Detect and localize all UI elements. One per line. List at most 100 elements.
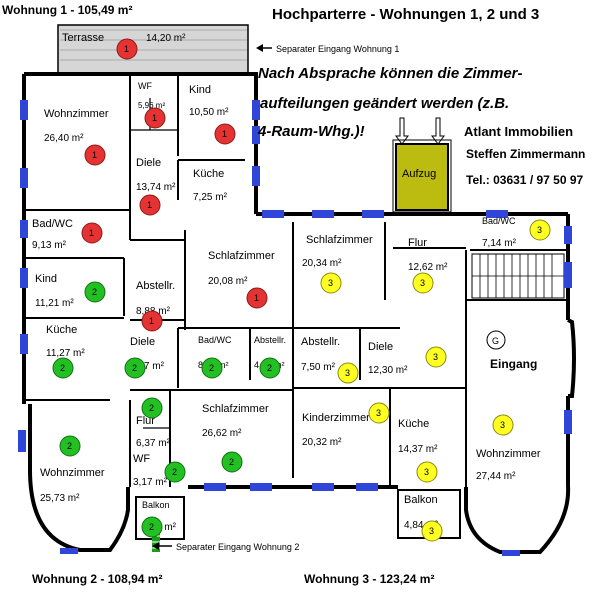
- room-name-wf2: WF: [133, 453, 150, 465]
- apartment-3-label: Wohnung 3 - 123,24 m²: [304, 572, 434, 586]
- marker-balkon2: [141, 516, 163, 538]
- eingang-label: Eingang: [490, 357, 537, 371]
- room-name-balkon3: Balkon: [404, 494, 438, 506]
- marker-num-wf2: 2: [172, 467, 177, 477]
- marker-num-badwc3: 3: [537, 225, 542, 235]
- room-name-kueche1: Küche: [193, 168, 224, 180]
- room-name-diele3: Diele: [368, 341, 393, 353]
- markers-apartment-2: 2 2 2 2 2 2 2 2 2 2: [52, 281, 281, 538]
- marker-wohnzimmer3: [492, 414, 514, 436]
- room-area-abstellr3: 7,50 m²: [301, 362, 336, 373]
- aufzug: Aufzug: [392, 139, 452, 213]
- marker-badwc1: [81, 222, 103, 244]
- room-name-schlafzimmer2: Schlafzimmer: [202, 403, 269, 415]
- marker-num-kind1: 1: [222, 129, 227, 139]
- room-name-badwc2: Bad/WC: [198, 335, 232, 345]
- balconies: [135, 489, 461, 540]
- room-name-kueche3: Küche: [398, 418, 429, 430]
- marker-schlafzimmer3: [320, 272, 342, 294]
- company-phone: Tel.: 03631 / 97 50 97: [466, 173, 584, 187]
- room-area-schlafzimmer1: 20,08 m²: [208, 276, 248, 287]
- room-name-abstellr2: Abstellr.: [254, 335, 286, 345]
- room-area-flur3: 12,62 m²: [408, 262, 448, 273]
- apartment-1-label: Wohnung 1 - 105,49 m²: [2, 3, 132, 17]
- room-name-balkon2: Balkon: [142, 500, 170, 510]
- note-line-3: 4-Raum-Whg.)!: [257, 123, 365, 140]
- room-area-kind2: 11,21 m²: [35, 298, 74, 309]
- marker-flur2: [141, 397, 163, 419]
- room-area-kueche1: 7,25 m²: [193, 192, 228, 203]
- marker-abstellr2: [259, 357, 281, 379]
- windows: [18, 100, 572, 556]
- note-line-1: Nach Absprache können die Zimmer-: [258, 65, 523, 82]
- separate-entrance-2: Separater Eingang Wohnung 2: [176, 542, 299, 552]
- marker-schlafzimmer1: [246, 287, 268, 309]
- marker-num-diele3: 3: [433, 352, 438, 362]
- marker-num-badwc1: 1: [89, 228, 94, 238]
- marker-num-terrasse: 1: [124, 44, 129, 54]
- marker-num-kueche2: 2: [60, 363, 65, 373]
- marker-diele2: [124, 357, 146, 379]
- marker-num-diele1: 1: [147, 200, 152, 210]
- marker-wf2: [164, 461, 186, 483]
- marker-wf1: [144, 107, 166, 129]
- note-line-2: aufteilungen geändert werden (z.B.: [260, 95, 509, 112]
- marker-badwc2: [201, 357, 223, 379]
- room-area-schlafzimmer3: 20,34 m²: [302, 258, 342, 269]
- marker-num-kinderzimmer3: 3: [376, 408, 381, 418]
- stair-symbol: G: [492, 336, 499, 346]
- marker-flur3: [412, 272, 434, 294]
- room-area-balkon3: 4,84 m²: [404, 520, 439, 531]
- room-name-kinderzimmer3: Kinderzimmer: [302, 412, 370, 424]
- company-name: Atlant Immobilien: [464, 124, 573, 139]
- inner-walls: [24, 74, 568, 487]
- separate-entrance-1: Separater Eingang Wohnung 1: [276, 44, 399, 54]
- marker-num-abstellr2: 2: [267, 363, 272, 373]
- room-area-wohnzimmer2: 25,73 m²: [40, 493, 80, 504]
- room-area-diele1: 13,74 m²: [136, 182, 176, 193]
- room-name-badwc3: Bad/WC: [482, 216, 516, 226]
- marker-num-wohnzimmer3: 3: [500, 420, 505, 430]
- marker-wohnzimmer2: [59, 435, 81, 457]
- staircase: G: [471, 253, 565, 350]
- entrance-arrows: [152, 44, 445, 550]
- markers-apartment-3: 3 3 3 3 3 3 3 3 3: [320, 219, 551, 542]
- room-area-kinderzimmer3: 20,32 m²: [302, 437, 342, 448]
- room-name-wohnzimmer2: Wohnzimmer: [40, 467, 105, 479]
- marker-kind2: [84, 281, 106, 303]
- marker-abstellr1: [141, 310, 163, 332]
- room-area-kueche3: 14,37 m²: [398, 444, 438, 455]
- marker-schlafzimmer2: [221, 451, 243, 473]
- marker-num-flur2: 2: [149, 403, 154, 413]
- room-area-terrasse: 14,20 m²: [146, 33, 186, 44]
- room-area-kueche2: 11,27 m²: [46, 348, 85, 359]
- room-name-badwc1: Bad/WC: [32, 218, 73, 230]
- aufzug-label: Aufzug: [402, 168, 436, 180]
- room-name-diele1: Diele: [136, 157, 161, 169]
- marker-kind1: [214, 123, 236, 145]
- marker-num-schlafzimmer2: 2: [229, 457, 234, 467]
- room-area-diele3: 12,30 m²: [368, 365, 408, 376]
- marker-diele3: [425, 346, 447, 368]
- room-area-flur2: 6,37 m²: [136, 438, 171, 449]
- marker-abstellr3: [337, 362, 359, 384]
- marker-balkon3: [421, 520, 443, 542]
- marker-num-wf1: 1: [152, 113, 157, 123]
- marker-num-abstellr1: 1: [149, 316, 154, 326]
- page-title: Hochparterre - Wohnungen 1, 2 und 3: [272, 6, 539, 23]
- marker-num-diele2: 2: [132, 363, 137, 373]
- marker-kueche2: [52, 357, 74, 379]
- marker-num-badwc2: 2: [209, 363, 214, 373]
- room-area-wohnzimmer3: 27,44 m²: [476, 471, 516, 482]
- company-person: Steffen Zimmermann: [466, 147, 585, 161]
- room-area-wf2: 3,17 m²: [133, 477, 168, 488]
- room-name-abstellr1: Abstellr.: [136, 280, 175, 292]
- room-area-badwc1: 9,13 m²: [32, 240, 67, 251]
- marker-kueche3: [416, 461, 438, 483]
- room-area-diele2: 6,37 m²: [130, 361, 165, 372]
- room-area-wf1: 5,96 m²: [138, 101, 165, 110]
- room-name-schlafzimmer3: Schlafzimmer: [306, 234, 373, 246]
- room-area-kind1: 10,50 m²: [189, 107, 229, 118]
- marker-kinderzimmer3: [368, 402, 390, 424]
